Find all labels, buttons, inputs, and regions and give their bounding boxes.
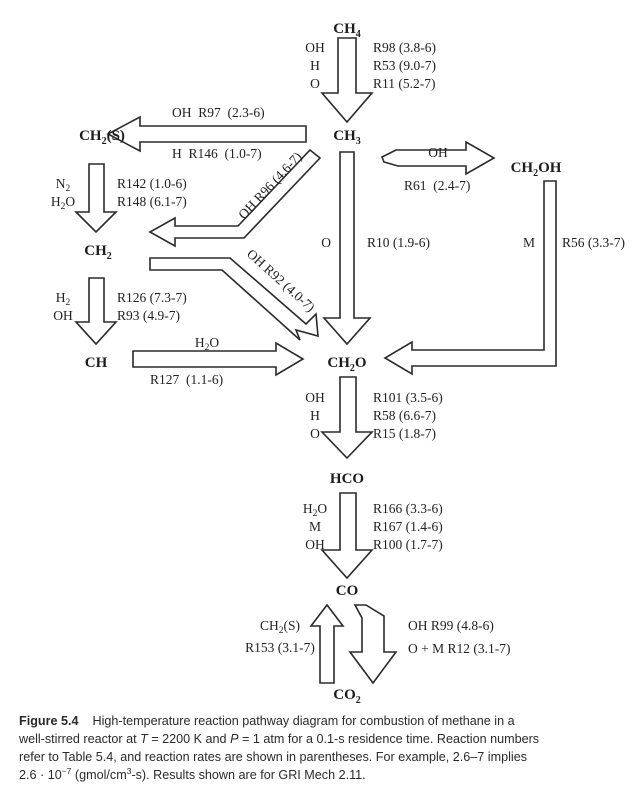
rate-label: H R146 (1.0-7) [172, 146, 262, 161]
reactant-label: H2 [56, 290, 71, 308]
reactant-label: OH [53, 308, 73, 323]
rate-label: R11 (5.2-7) [373, 76, 436, 91]
caption-text: 2.6 · 10 [19, 768, 62, 782]
caption-text: well-stirred reactor at [19, 732, 141, 746]
reactant-label: OH [305, 40, 325, 55]
arrow-ch2-to-ch [74, 277, 118, 346]
caption-text: = 1 atm for a 0.1-s residence time. Reac… [238, 732, 540, 746]
arrow-ch3-to-ch2s [106, 115, 307, 153]
reactant-label: H2O [51, 194, 76, 212]
rate-label: R100 (1.7-7) [373, 537, 443, 552]
rate-label: R93 (4.9-7) [117, 308, 180, 323]
reactant-label: H2O [303, 501, 328, 519]
rate-label: R53 (9.0-7) [373, 58, 436, 73]
caption-line-2: well-stirred reactor at T = 2200 K and P… [19, 730, 621, 748]
caption-line-1: Figure 5.4 High-temperature reaction path… [19, 712, 621, 730]
rate-label: R56 (3.3-7) [562, 235, 625, 250]
species-ch2oh: CH2OH [511, 160, 562, 179]
arrow-ch2-to-ch2o [149, 257, 319, 341]
rate-label: R58 (6.6-7) [373, 408, 436, 423]
figure-caption: Figure 5.4 High-temperature reaction path… [19, 712, 621, 784]
caption-line-4: 2.6 · 10−7 (gmol/cm3-s). Results shown a… [19, 766, 621, 784]
arrow-ch4-to-ch3 [320, 37, 374, 124]
reactant-label: N2 [56, 176, 71, 194]
arrow-ch3-to-ch2o [322, 151, 372, 346]
reaction-pathway-diagram: CH4 CH3 CH2(S) CH2OH CH2 CH CH2O HCO CO … [51, 21, 625, 705]
species-ch2s: CH2(S) [79, 128, 125, 147]
rate-label: R15 (1.8-7) [373, 426, 436, 441]
rate-label: R127 (1.1-6) [150, 372, 223, 387]
caption-exponent: 3 [126, 765, 132, 776]
rate-label: OH R99 (4.8-6) [408, 618, 494, 633]
caption-line-3: refer to Table 5.4, and reaction rates a… [19, 750, 527, 764]
arrow-ch3-to-ch2 [148, 148, 322, 248]
rate-label: R101 (3.5-6) [373, 390, 443, 405]
rate-label: R166 (3.3-6) [373, 501, 443, 516]
caption-text: = 2200 K and [147, 732, 231, 746]
reactant-label: M [523, 235, 535, 250]
arrow-co2-to-co [309, 603, 345, 684]
arrow-ch2s-to-ch2 [74, 163, 118, 234]
species-ch3: CH3 [333, 128, 361, 147]
reactant-label: H [310, 58, 320, 73]
species-ch4: CH4 [333, 21, 361, 40]
species-co2: CO2 [333, 687, 361, 705]
caption-text: (gmol/cm [71, 768, 127, 782]
reactant-label: OH [305, 390, 325, 405]
rate-label: R167 (1.4-6) [373, 519, 443, 534]
species-ch2: CH2 [84, 243, 112, 262]
arrow-ch2o-to-hco [320, 376, 374, 460]
rate-label: R126 (7.3-7) [117, 290, 187, 305]
caption-text: High-temperature reaction pathway diagra… [92, 714, 515, 728]
rate-label: R142 (1.0-6) [117, 176, 187, 191]
species-ch: CH [85, 355, 108, 371]
rate-label: R10 (1.9-6) [367, 235, 430, 250]
reactant-label: O [310, 426, 320, 441]
species-ch2o: CH2O [327, 355, 366, 374]
species-co: CO [336, 583, 359, 599]
reactant-label: H [310, 408, 320, 423]
rate-label: R98 (3.8-6) [373, 40, 436, 55]
reactant-label: O [321, 235, 331, 250]
reactant-label: OH [428, 145, 448, 160]
reactant-label: M [309, 519, 321, 534]
caption-text: -s). Results shown are for GRI Mech 2.11… [131, 768, 366, 782]
reactant-label: H2O [195, 335, 220, 353]
arrow-ch-to-ch2o [132, 341, 305, 377]
reactant-label: O [310, 76, 320, 91]
figure-label: Figure 5.4 [19, 714, 79, 728]
rate-label: R148 (6.1-7) [117, 194, 187, 209]
arrow-ch3-to-ch2oh [380, 140, 496, 176]
arrow-ch2oh-to-ch2o [383, 180, 557, 376]
rate-label: R153 (3.1-7) [245, 640, 315, 655]
rate-label: R61 (2.4-7) [404, 178, 470, 193]
reactant-label: CH2(S) [260, 618, 300, 636]
rate-label: OH R97 (2.3-6) [172, 105, 265, 120]
arrow-hco-to-co [320, 492, 374, 580]
species-hco: HCO [330, 471, 364, 487]
caption-symbol-P: P [230, 732, 239, 746]
caption-exponent: −7 [61, 765, 72, 776]
arrow-co-to-co2 [348, 604, 398, 685]
caption-symbol-T: T [140, 732, 148, 746]
rate-label: O + M R12 (3.1-7) [408, 641, 510, 656]
reactant-label: OH [305, 537, 325, 552]
